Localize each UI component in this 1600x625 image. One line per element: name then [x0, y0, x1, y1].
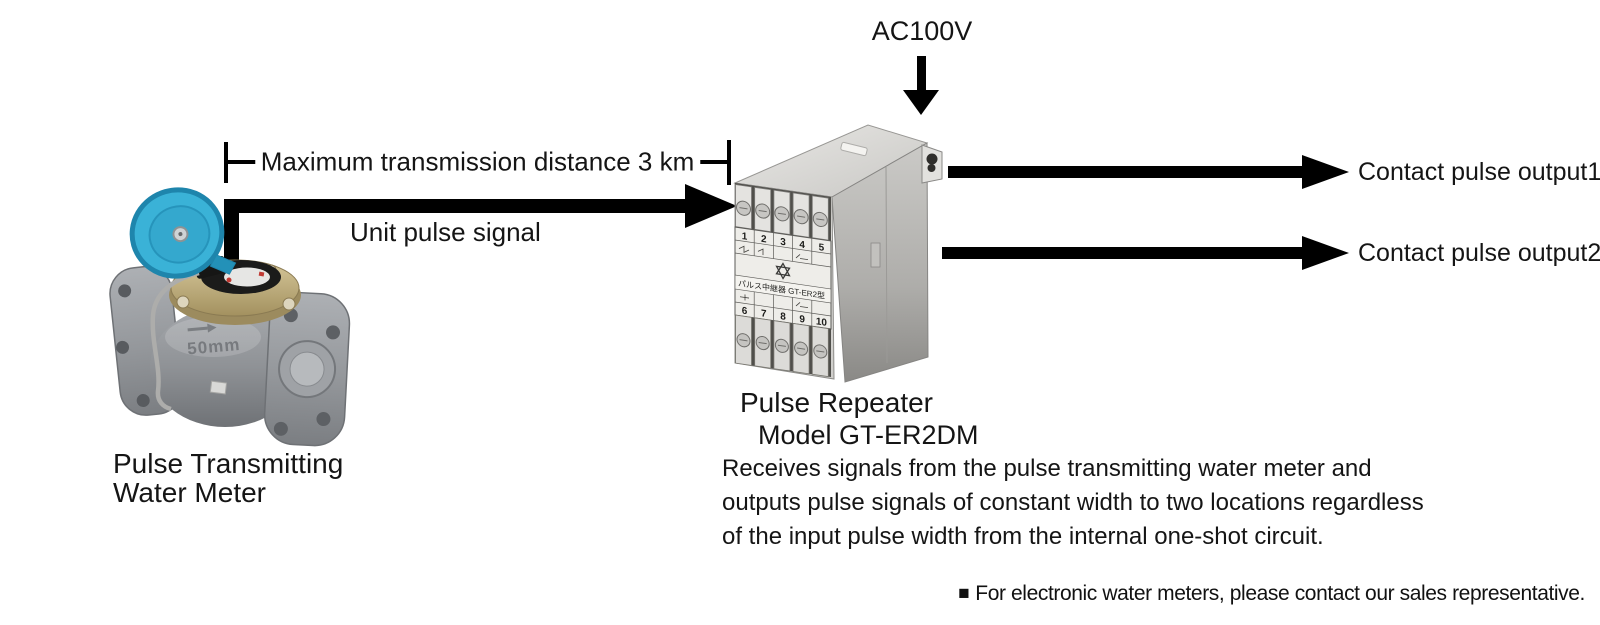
- meter-caption: Pulse Transmitting Water Meter: [113, 448, 344, 508]
- svg-text:50mm: 50mm: [186, 335, 241, 359]
- svg-text:4: 4: [799, 239, 805, 251]
- svg-text:5: 5: [819, 242, 825, 254]
- svg-text:6: 6: [742, 306, 748, 318]
- distance-bracket: Maximum transmission distance 3 km: [224, 140, 731, 185]
- svg-text:10: 10: [816, 316, 828, 329]
- repeater-label-panel: 1 2 3 4 5 パルス中継器 GT-ER2型: [734, 226, 832, 330]
- repeater-model: Model GT-ER2DM: [758, 420, 979, 450]
- svg-text:9: 9: [799, 314, 805, 326]
- meter-cable: [150, 270, 200, 412]
- distance-label: Maximum transmission distance 3 km: [254, 145, 701, 177]
- repeater-bottom-terminals: [735, 314, 831, 378]
- svg-text:1: 1: [742, 231, 748, 243]
- repeater-star-logo: [775, 262, 791, 280]
- repeater-mount-tab: [921, 144, 943, 184]
- arrowhead-right-icon: [685, 184, 737, 228]
- meter-right-flange: [263, 291, 351, 447]
- repeater-title: Pulse Repeater: [740, 387, 934, 418]
- svg-text:8: 8: [780, 311, 786, 323]
- input-signal-label: Unit pulse signal: [350, 217, 541, 247]
- arrowhead-down-icon: [903, 90, 939, 115]
- footnote-text: For electronic water meters, please cont…: [975, 582, 1585, 605]
- pulse-repeater-photo: 1 2 3 4 5 パルス中継器 GT-ER2型: [733, 124, 943, 383]
- repeater-top-terminals: [735, 183, 831, 242]
- bracket-tick-left: [224, 142, 228, 183]
- bracket-tick-right: [727, 140, 731, 185]
- svg-text:3: 3: [780, 237, 786, 249]
- meter-lid: [129, 187, 237, 279]
- svg-text:2: 2: [761, 234, 767, 246]
- meter-size-marking: 50mm: [186, 323, 241, 359]
- water-meter-photo: 50mm: [109, 187, 351, 447]
- arrowhead-right-icon: [1302, 155, 1349, 189]
- square-bullet-icon: ■: [958, 583, 970, 604]
- output2-label: Contact pulse output2: [1358, 239, 1600, 267]
- footnote: ■For electronic water meters, please con…: [958, 582, 1585, 606]
- power-label: AC100V: [871, 16, 973, 46]
- arrowhead-right-icon: [1302, 236, 1349, 270]
- meter-body: [150, 307, 300, 427]
- output1-label: Contact pulse output1: [1358, 158, 1600, 186]
- svg-text:7: 7: [761, 308, 767, 320]
- repeater-description: Receives signals from the pulse transmit…: [722, 455, 1424, 550]
